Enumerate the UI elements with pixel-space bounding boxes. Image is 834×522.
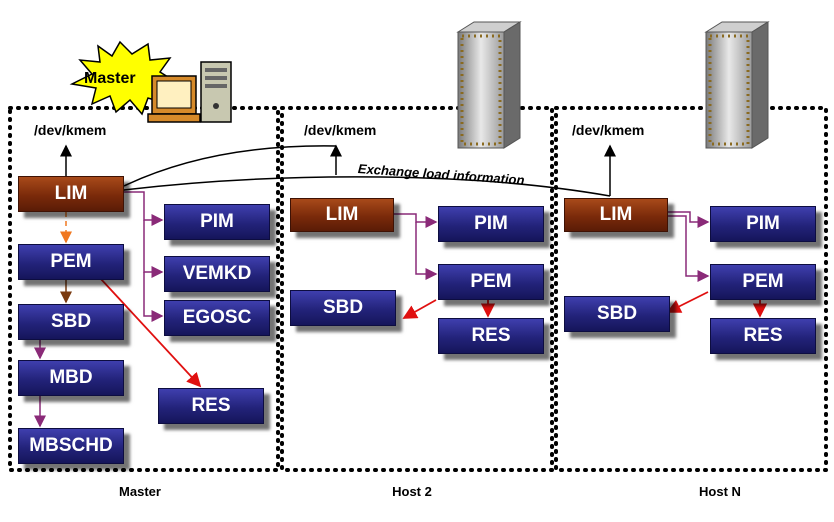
arrow-pem-sbd-host2	[402, 299, 437, 319]
box-vemkd-master: VEMKD	[164, 256, 270, 292]
host-label-hostn: Host N	[699, 484, 741, 499]
box-lim-host2: LIM	[290, 198, 394, 232]
arrow-lim-pim-master	[124, 191, 164, 226]
box-res-host2: RES	[438, 318, 544, 354]
arrow-lim-pim-hostn	[666, 211, 710, 228]
arrow-lim-pim-host2	[392, 213, 438, 228]
box-mbschd-master: MBSCHD	[18, 428, 124, 464]
server-rack-icon-hostn	[704, 21, 770, 149]
host-label-master: Master	[119, 484, 161, 499]
arrow-pem-sbd-hostn	[666, 291, 709, 313]
box-pem-master: PEM	[18, 244, 124, 280]
box-lim-hostn: LIM	[564, 198, 668, 232]
master-badge: Master	[84, 70, 136, 87]
arrow-pem-res-master	[99, 277, 202, 388]
host-label-host2: Host 2	[392, 484, 432, 499]
arrow-lim-egosc-master	[143, 272, 164, 322]
box-sbd-master: SBD	[18, 304, 124, 340]
kmem-label-hostn: /dev/kmem	[572, 122, 645, 138]
arrow-lim-pem-hostn	[666, 215, 710, 282]
kmem-label-host2: /dev/kmem	[304, 122, 377, 138]
box-res-hostn: RES	[710, 318, 816, 354]
exchange-curve-hostn	[112, 176, 611, 198]
server-rack-icon-host2	[456, 21, 522, 149]
box-pim-host2: PIM	[438, 206, 544, 242]
kmem-label-master: /dev/kmem	[34, 122, 107, 138]
box-sbd-hostn: SBD	[564, 296, 670, 332]
box-lim-master: LIM	[18, 176, 124, 212]
box-sbd-host2: SBD	[290, 290, 396, 326]
box-pem-hostn: PEM	[710, 264, 816, 300]
box-pem-host2: PEM	[438, 264, 544, 300]
arrow-lim-vemkd-master	[143, 220, 164, 278]
arrow-lim-pem-host2	[415, 222, 438, 280]
exchange-curve-host2	[123, 145, 337, 187]
box-pim-master: PIM	[164, 204, 270, 240]
box-pim-hostn: PIM	[710, 206, 816, 242]
host-region-host2	[280, 106, 554, 472]
box-res-master: RES	[158, 388, 264, 424]
master-computer-icon	[69, 40, 232, 123]
box-mbd-master: MBD	[18, 360, 124, 396]
host-region-hostn	[554, 106, 828, 472]
box-egosc-master: EGOSC	[164, 300, 270, 336]
